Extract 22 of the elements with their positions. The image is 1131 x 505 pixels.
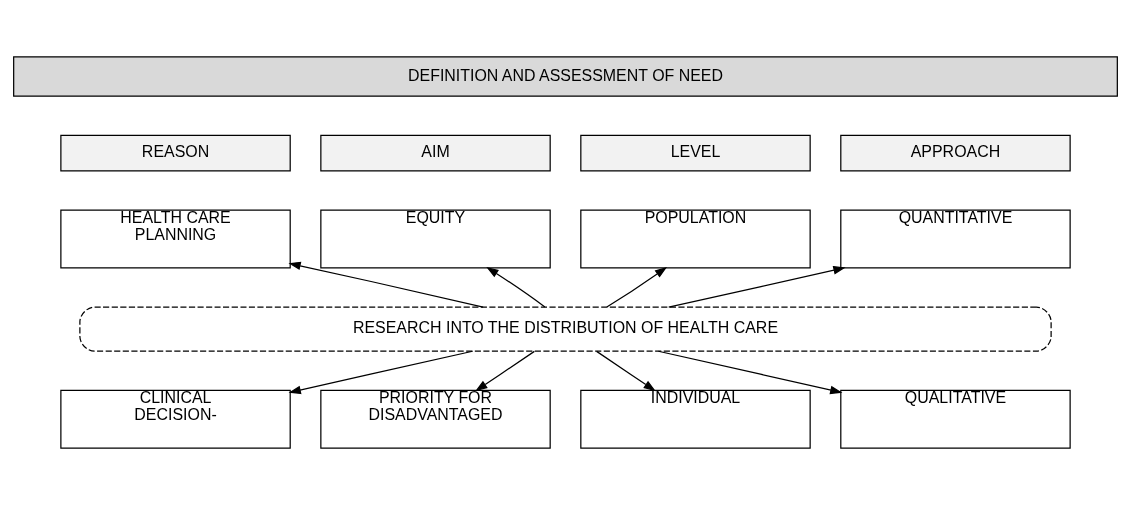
node-box: RESEARCH INTO THE DISTRIBUTION OF HEALTH CARE xyxy=(79,306,1052,352)
arrow xyxy=(606,266,668,308)
node-box: APPROACH xyxy=(840,134,1071,172)
node-box: LEVEL xyxy=(580,134,811,172)
node-box: QUANTITATIVE xyxy=(840,209,1071,269)
node-box: INDIVIDUAL xyxy=(580,389,811,449)
node-box: QUALITATIVE xyxy=(840,389,1071,449)
node-box: POPULATION xyxy=(580,209,811,269)
arrow xyxy=(657,350,843,395)
node-box: CLINICAL DECISION- xyxy=(60,389,291,449)
arrow xyxy=(486,266,546,308)
node-box: PRIORITY FOR DISADVANTAGED xyxy=(320,389,551,449)
node-box: EQUITY xyxy=(320,209,551,269)
arrow xyxy=(288,261,484,308)
node-box: REASON xyxy=(60,134,291,172)
node-box: DEFINITION AND ASSESSMENT OF NEED xyxy=(13,56,1118,97)
arrow xyxy=(475,350,535,392)
arrow xyxy=(668,266,846,308)
node-box: HEALTH CARE PLANNING xyxy=(60,209,291,269)
arrow xyxy=(288,350,474,395)
node-box: AIM xyxy=(320,134,551,172)
arrow xyxy=(596,350,656,392)
